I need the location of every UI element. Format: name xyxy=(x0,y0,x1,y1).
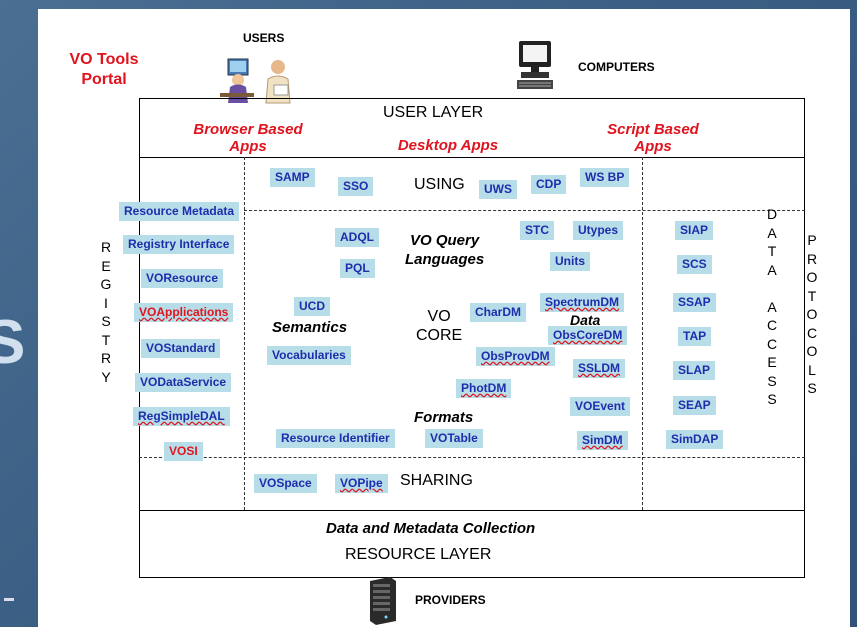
script-apps-line2: Apps xyxy=(634,138,672,155)
box-chardm: CharDM xyxy=(470,303,527,322)
user-layer-divider xyxy=(139,157,805,158)
portal-title: VO Tools Portal xyxy=(65,50,143,90)
box-ssldm: SSLDM xyxy=(573,359,625,378)
box-regsimpledal: RegSimpleDAL xyxy=(133,407,230,426)
box-vostandard: VOStandard xyxy=(141,339,221,358)
browser-apps-label: Browser Based Apps xyxy=(178,121,318,155)
box-vodataservice: VODataService xyxy=(135,373,232,392)
box-pql: PQL xyxy=(340,259,375,278)
using-label: USING xyxy=(414,176,465,193)
sharing-divider xyxy=(139,457,805,458)
computer-icon xyxy=(517,41,553,89)
box-obsprovdm: ObsProvDM xyxy=(476,347,555,366)
script-apps-line1: Script Based xyxy=(607,121,699,138)
box-registry-interface: Registry Interface xyxy=(123,235,235,254)
box-slap: SLAP xyxy=(673,361,716,380)
box-stc: STC xyxy=(520,221,554,240)
box-utypes: Utypes xyxy=(573,221,624,240)
script-apps-label: Script Based Apps xyxy=(588,121,718,155)
box-voresource: VOResource xyxy=(141,269,224,288)
box-ucd: UCD xyxy=(294,297,330,316)
resource-layer-title: RESOURCE LAYER xyxy=(345,546,492,563)
background-tick xyxy=(4,598,14,601)
users-icon xyxy=(220,58,291,104)
box-sso: SSO xyxy=(338,177,374,196)
portal-title-line2: Portal xyxy=(81,71,127,88)
box-spectrumdm: SpectrumDM xyxy=(540,293,625,312)
data-label: Data xyxy=(570,312,601,328)
box-simdap: SimDAP xyxy=(666,430,724,449)
architecture-frame xyxy=(139,98,805,578)
box-units: Units xyxy=(550,252,590,271)
background-glyph: S xyxy=(0,308,26,377)
box-adql: ADQL xyxy=(335,228,379,247)
box-resource-metadata: Resource Metadata xyxy=(119,202,240,221)
box-uws: UWS xyxy=(479,180,517,199)
browser-apps-line2: Apps xyxy=(229,138,267,155)
computers-label: COMPUTERS xyxy=(578,60,655,74)
vo-core-label: VO CORE xyxy=(416,307,462,345)
registry-divider xyxy=(244,157,245,510)
semantics-label: Semantics xyxy=(272,319,348,336)
box-voapplications: VOApplications xyxy=(134,303,234,322)
resource-layer-divider xyxy=(139,510,805,511)
box-cdp: CDP xyxy=(531,175,567,194)
user-layer-title: USER LAYER xyxy=(383,104,484,121)
access-divider xyxy=(642,157,643,510)
portal-title-line1: VO Tools xyxy=(69,51,139,68)
box-vosi: VOSI xyxy=(164,442,203,461)
vo-core-line1: VO xyxy=(427,308,451,325)
box-ssap: SSAP xyxy=(673,293,716,312)
box-vocabularies: Vocabularies xyxy=(267,346,351,365)
using-divider xyxy=(244,210,805,211)
box-voevent: VOEvent xyxy=(570,397,631,416)
query-languages-line2: Languages xyxy=(405,251,485,268)
formats-label: Formats xyxy=(414,409,474,426)
query-languages-line1: VO Query xyxy=(409,232,480,249)
server-icon xyxy=(370,577,396,625)
box-resource-identifier: Resource Identifier xyxy=(276,429,395,448)
box-votable: VOTable xyxy=(425,429,483,448)
query-languages-label: VO Query Languages xyxy=(405,231,484,269)
box-photdm: PhotDM xyxy=(456,379,512,398)
vo-core-line2: CORE xyxy=(416,327,463,344)
box-samp: SAMP xyxy=(270,168,315,187)
diagram-slide: VO Tools Portal USERS COMPUTERS USER LAY… xyxy=(38,9,850,627)
box-simdm: SimDM xyxy=(577,431,628,450)
providers-label: PROVIDERS xyxy=(415,593,486,607)
box-vospace: VOSpace xyxy=(254,474,317,493)
box-obscoredm: ObsCoreDM xyxy=(548,326,628,345)
box-vopipe: VOPipe xyxy=(335,474,388,493)
browser-apps-line1: Browser Based xyxy=(193,121,303,138)
box-seap: SEAP xyxy=(673,396,716,415)
desktop-apps-label: Desktop Apps xyxy=(397,137,499,154)
box-siap: SIAP xyxy=(675,221,714,240)
users-label: USERS xyxy=(243,31,285,45)
sharing-label: SHARING xyxy=(400,472,473,489)
box-wsbp: WS BP xyxy=(580,168,630,187)
box-tap: TAP xyxy=(678,327,712,346)
data-collection-label: Data and Metadata Collection xyxy=(326,520,536,537)
box-scs: SCS xyxy=(677,255,712,274)
